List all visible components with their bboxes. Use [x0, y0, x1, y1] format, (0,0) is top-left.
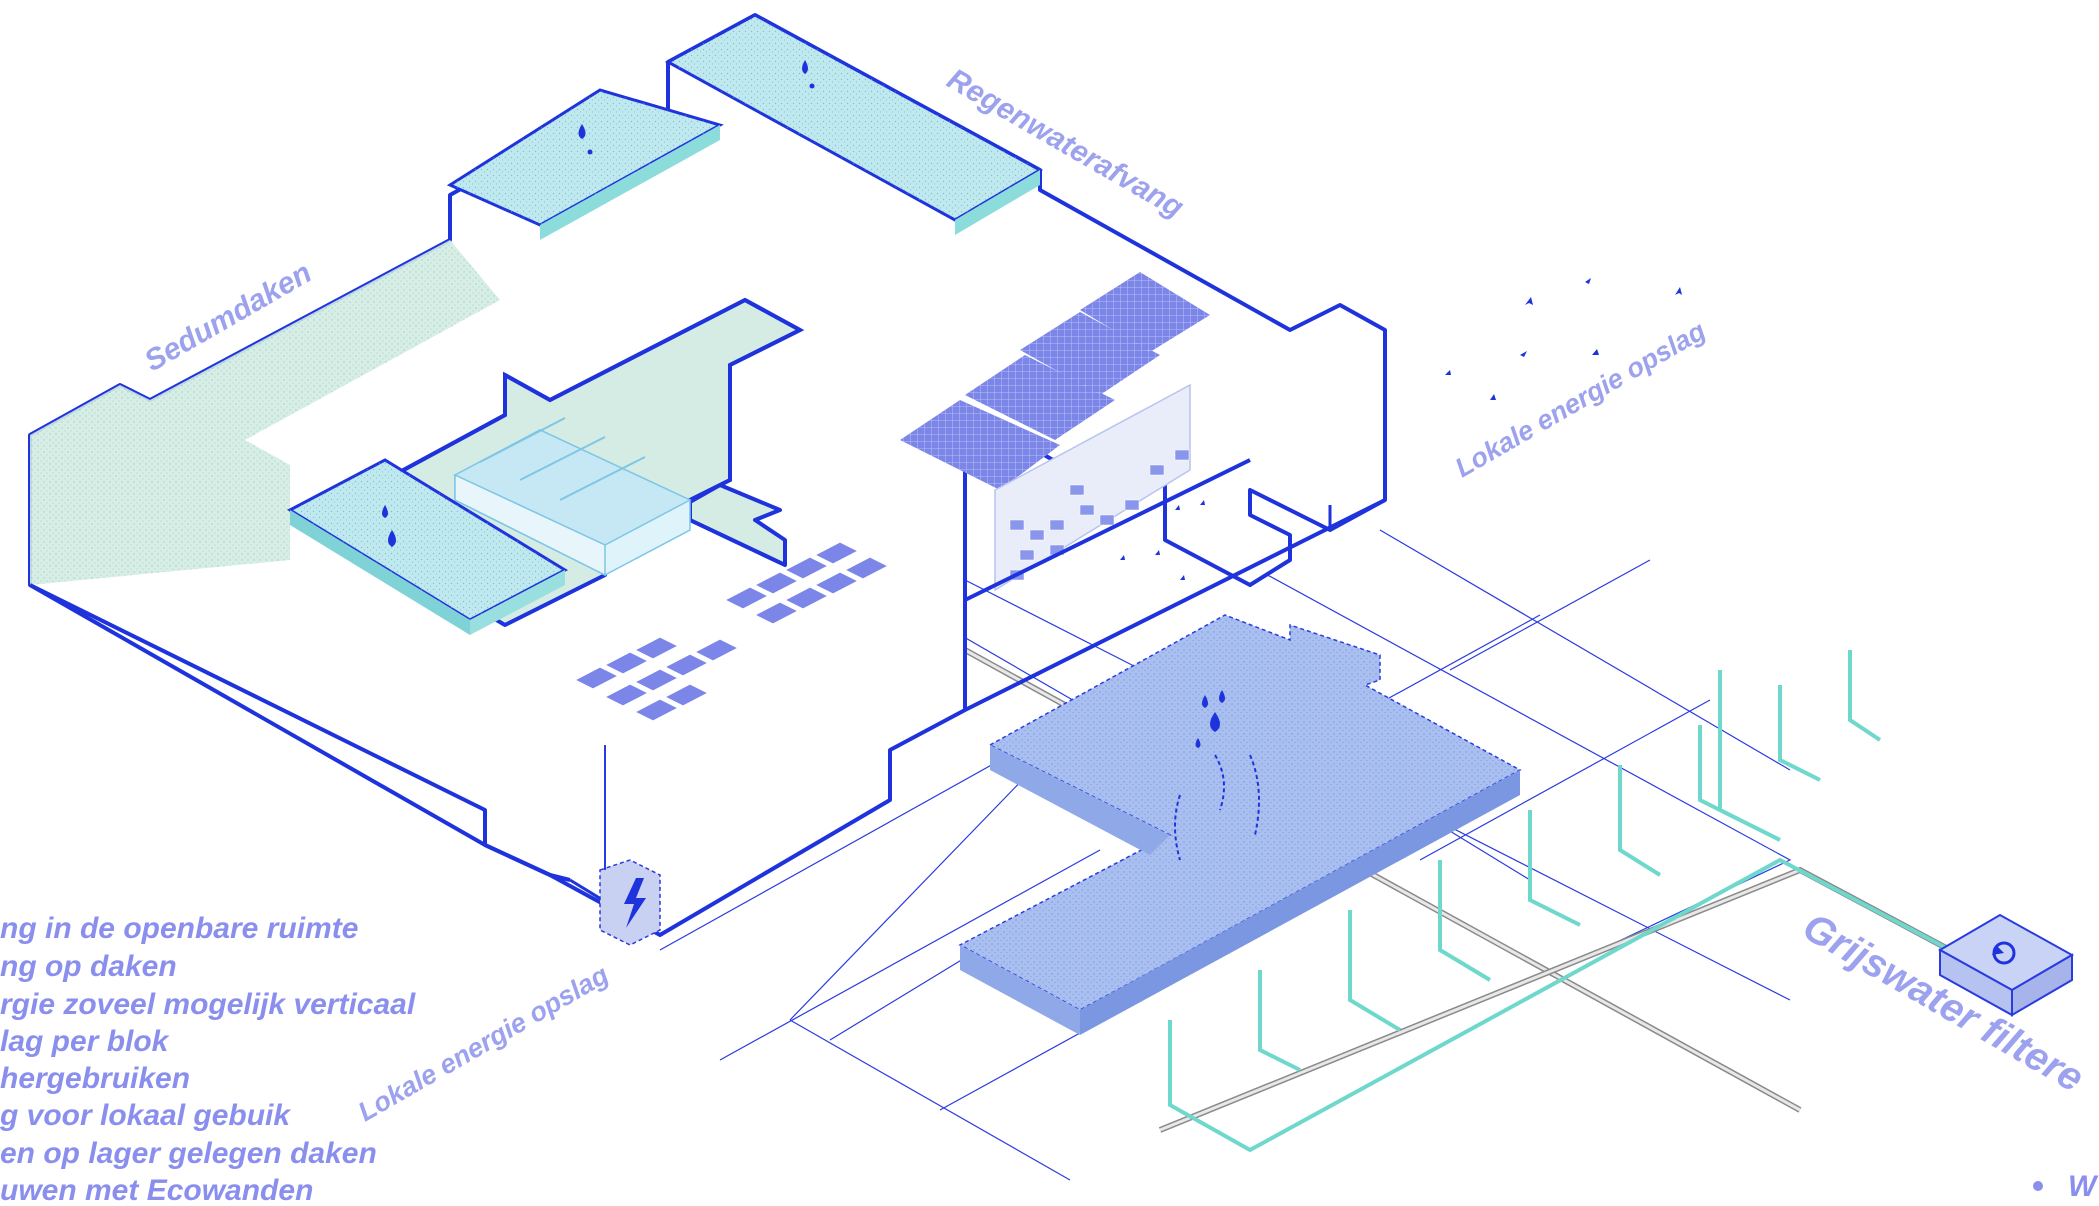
list-item: rgie zoveel mogelijk verticaal: [0, 988, 416, 1021]
list-item: W: [2068, 1170, 2099, 1203]
greenhouse: [453, 417, 692, 577]
water-roof-top: [664, 13, 1044, 235]
rain-pond: [958, 614, 1522, 1035]
list-item: hergebruiken: [0, 1062, 190, 1095]
list-item: uwen met Ecowanden: [0, 1174, 313, 1206]
sedum-roof: [30, 240, 500, 585]
recycle-icon: [1992, 941, 2016, 965]
list-item: ng in de openbare ruimte: [0, 912, 358, 945]
greywater-pipes: [1168, 650, 1951, 1153]
list-item: en op lager gelegen daken: [0, 1137, 377, 1170]
infiltration-arrows: [1174, 754, 1260, 861]
label-grijswater: Grijswater filtere: [1796, 905, 2091, 1101]
solar-panels-large: [900, 272, 1210, 490]
legend-list: ng in de openbare ruimte ng op daken rgi…: [0, 912, 416, 1206]
bird-icon: [1120, 278, 1682, 580]
label-energy-right: Lokale energie opslag: [1450, 315, 1711, 483]
greywater-filter-box: [1937, 913, 2075, 1017]
list-item: lag per blok: [0, 1025, 170, 1058]
label-energy-left: Lokale energie opslag: [353, 959, 614, 1127]
bullet-dot: [2033, 1181, 2043, 1191]
building-walls: [29, 458, 1386, 882]
energy-storage-box: [599, 745, 661, 946]
eco-wall: [994, 383, 1191, 592]
lightning-icon: [624, 878, 646, 928]
water-roof-mid: [446, 88, 724, 240]
water-drop-icon: [382, 60, 1225, 748]
water-roof-left: [286, 458, 569, 635]
bottom-right-list: W: [2033, 1170, 2099, 1203]
list-item: g voor lokaal gebuik: [0, 1099, 291, 1132]
list-item: ng op daken: [0, 950, 177, 983]
solar-panel-grid-small: [573, 541, 890, 722]
